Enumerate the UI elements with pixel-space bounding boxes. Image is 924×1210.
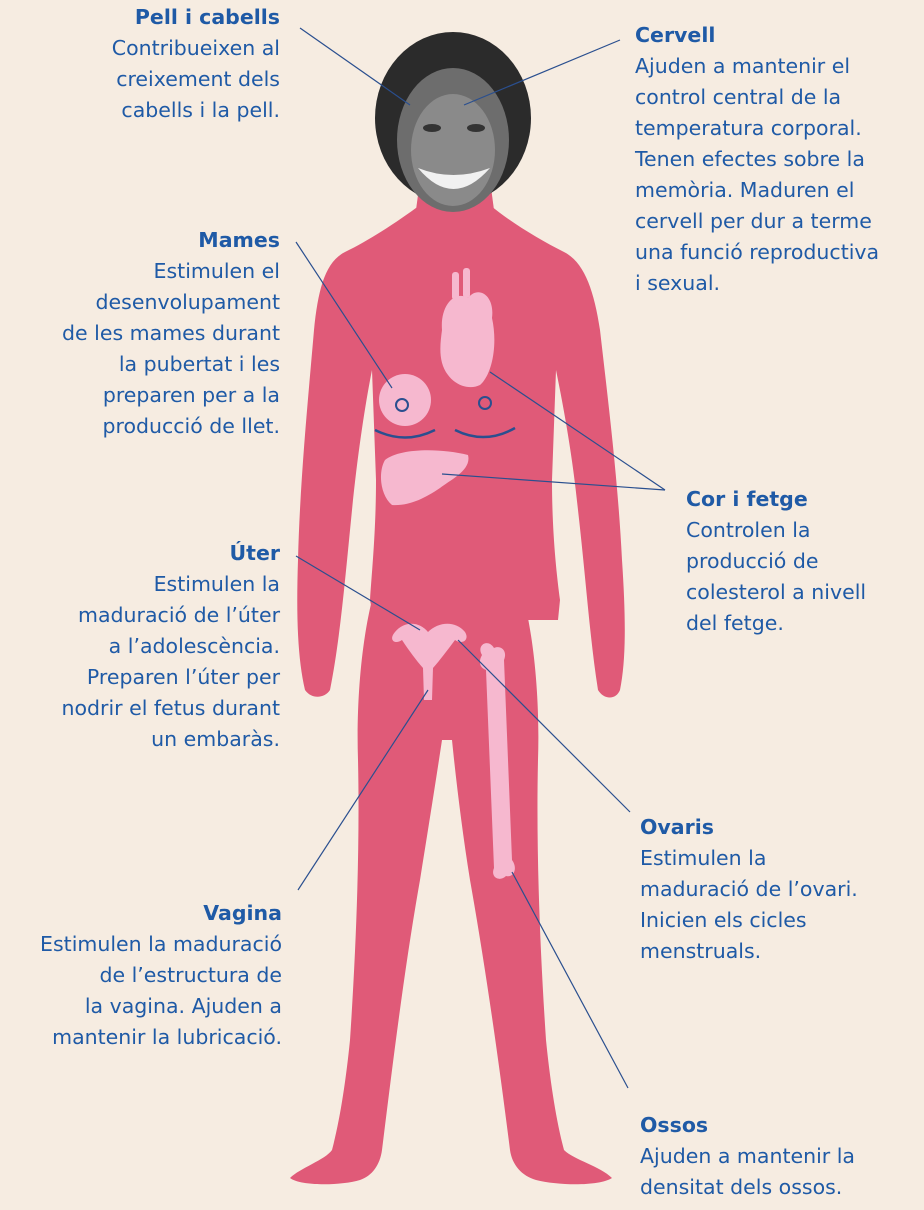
label-ovaris-text: Estimulen la maduració de l’ovari. Inici… [640,846,858,963]
uterus-icon [392,623,467,700]
label-cervell-title: Cervell [635,23,716,47]
label-pell-title: Pell i cabells [134,5,280,29]
label-cervell: Cervell Ajuden a mantenir el control cen… [635,20,920,299]
label-uter-text: Estimulen la maduració de l’úter a l’ado… [61,572,280,751]
label-ossos: Ossos Ajuden a mantenir la densitat dels… [640,1110,920,1203]
label-vagina: Vagina Estimulen la maduració de l’estru… [0,898,282,1053]
woman-head-photo [375,32,531,212]
label-uter-title: Úter [229,541,280,565]
label-mames: Mames Estimulen el desenvolupament de le… [20,225,280,442]
label-pell-text: Contribueixen al creixement dels cabells… [111,36,280,122]
leader-lines [295,27,666,1089]
label-vagina-text: Estimulen la maduració de l’estructura d… [40,932,282,1049]
liver-icon [380,450,469,506]
label-vagina-title: Vagina [203,901,282,925]
label-ovaris-title: Ovaris [640,815,714,839]
label-cervell-text: Ajuden a mantenir el control central de … [635,54,880,295]
label-ovaris: Ovaris Estimulen la maduració de l’ovari… [640,812,920,967]
label-ossos-title: Ossos [640,1113,709,1137]
label-cor: Cor i fetge Controlen la producció de co… [686,484,916,639]
label-cor-text: Controlen la producció de colesterol a n… [686,518,867,635]
body-silhouette [290,180,625,1185]
label-uter: Úter Estimulen la maduració de l’úter a … [10,538,280,755]
label-pell: Pell i cabells Contribueixen al creixeme… [60,2,280,126]
label-ossos-text: Ajuden a mantenir la densitat dels ossos… [640,1144,855,1199]
label-mames-title: Mames [198,228,280,252]
label-mames-text: Estimulen el desenvolupament de les mame… [62,259,280,438]
femur-bone-icon [479,643,515,879]
label-cor-title: Cor i fetge [686,487,808,511]
heart-icon [440,268,495,388]
